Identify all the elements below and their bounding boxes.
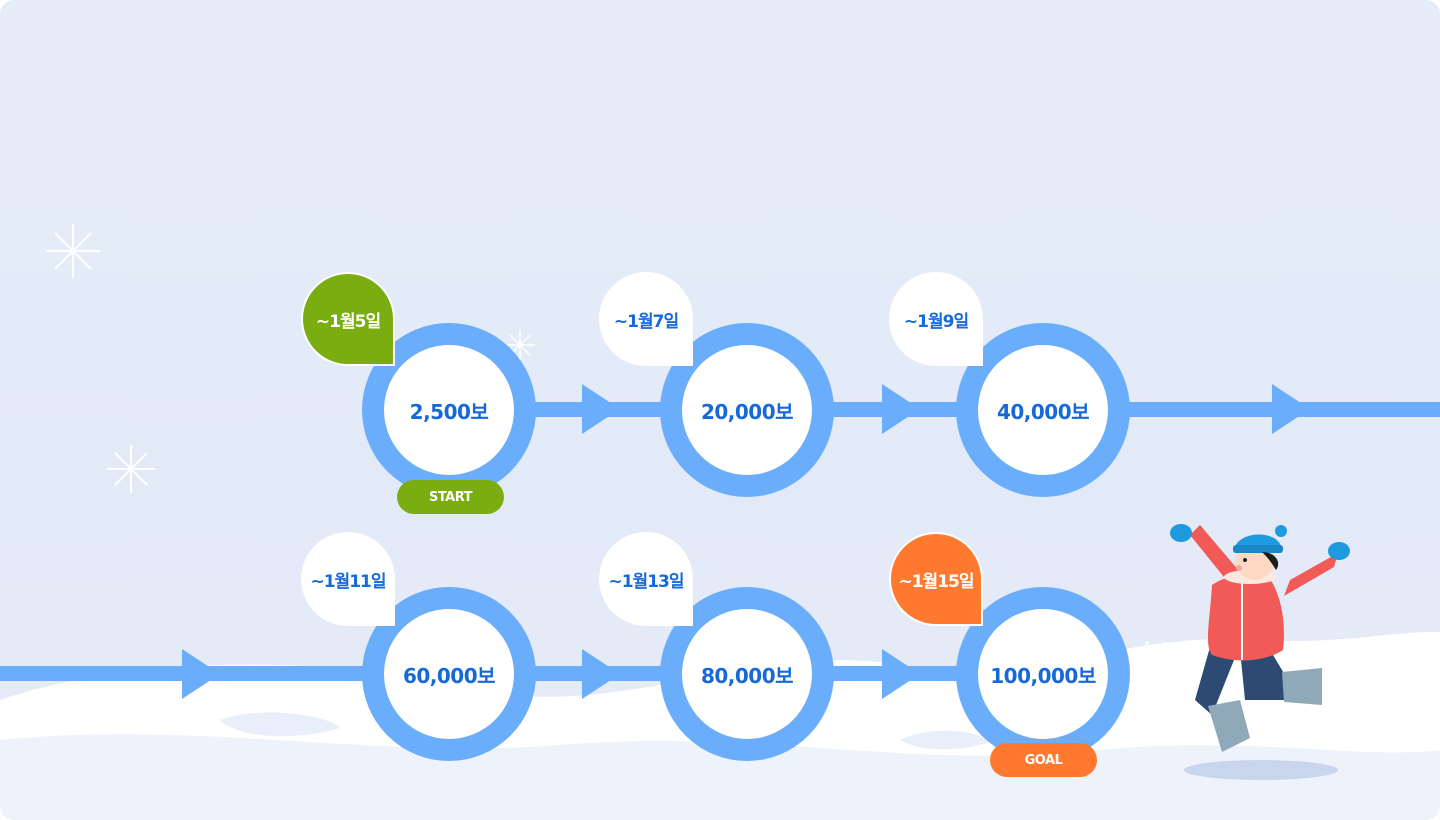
milestone-node-inner: 80,000보 bbox=[682, 609, 812, 739]
sparkle-icon bbox=[46, 224, 100, 278]
arrow-right-icon bbox=[582, 384, 620, 434]
sparkle-icon bbox=[107, 445, 155, 493]
deadline-date: ~1월11일 bbox=[310, 571, 386, 592]
date-bubble: ~1월13일 bbox=[599, 532, 693, 626]
milestone-node-inner: 2,500보 bbox=[384, 345, 514, 475]
milestone-node-inner: 100,000보 bbox=[978, 609, 1108, 739]
milestone-node-inner: 20,000보 bbox=[682, 345, 812, 475]
milestone-node: 100,000보 bbox=[956, 587, 1130, 761]
deadline-date: ~1월5일 bbox=[315, 311, 381, 332]
date-bubble: ~1월11일 bbox=[301, 532, 395, 626]
milestone-node-inner: 40,000보 bbox=[978, 345, 1108, 475]
deadline-date: ~1월15일 bbox=[898, 571, 974, 592]
date-bubble: ~1월15일 bbox=[889, 532, 983, 626]
milestone-steps: 80,000보 bbox=[700, 663, 794, 688]
goal-badge: GOAL bbox=[990, 743, 1097, 777]
date-bubble: ~1월9일 bbox=[889, 272, 983, 366]
milestone-steps: 20,000보 bbox=[700, 399, 794, 424]
milestone-node: 40,000보 bbox=[956, 323, 1130, 497]
start-badge: START bbox=[397, 480, 504, 514]
sparkle-icon bbox=[505, 330, 535, 360]
date-bubble: ~1월7일 bbox=[599, 272, 693, 366]
arrow-right-icon bbox=[882, 384, 920, 434]
milestone-steps: 40,000보 bbox=[996, 399, 1090, 424]
milestone-node-inner: 60,000보 bbox=[384, 609, 514, 739]
deadline-date: ~1월9일 bbox=[903, 311, 969, 332]
milestone-steps: 100,000보 bbox=[990, 663, 1096, 688]
jumping-child-illustration bbox=[1145, 524, 1350, 780]
milestone-node: 20,000보 bbox=[660, 323, 834, 497]
deadline-date: ~1월7일 bbox=[613, 311, 679, 332]
deadline-date: ~1월13일 bbox=[608, 571, 684, 592]
arrow-right-icon bbox=[582, 649, 620, 699]
date-bubble: ~1월5일 bbox=[301, 272, 395, 366]
arrow-right-icon bbox=[882, 649, 920, 699]
milestone-steps: 60,000보 bbox=[402, 663, 496, 688]
arrow-right-icon bbox=[1272, 384, 1310, 434]
arrow-right-icon bbox=[182, 649, 220, 699]
milestone-steps: 2,500보 bbox=[409, 399, 489, 424]
